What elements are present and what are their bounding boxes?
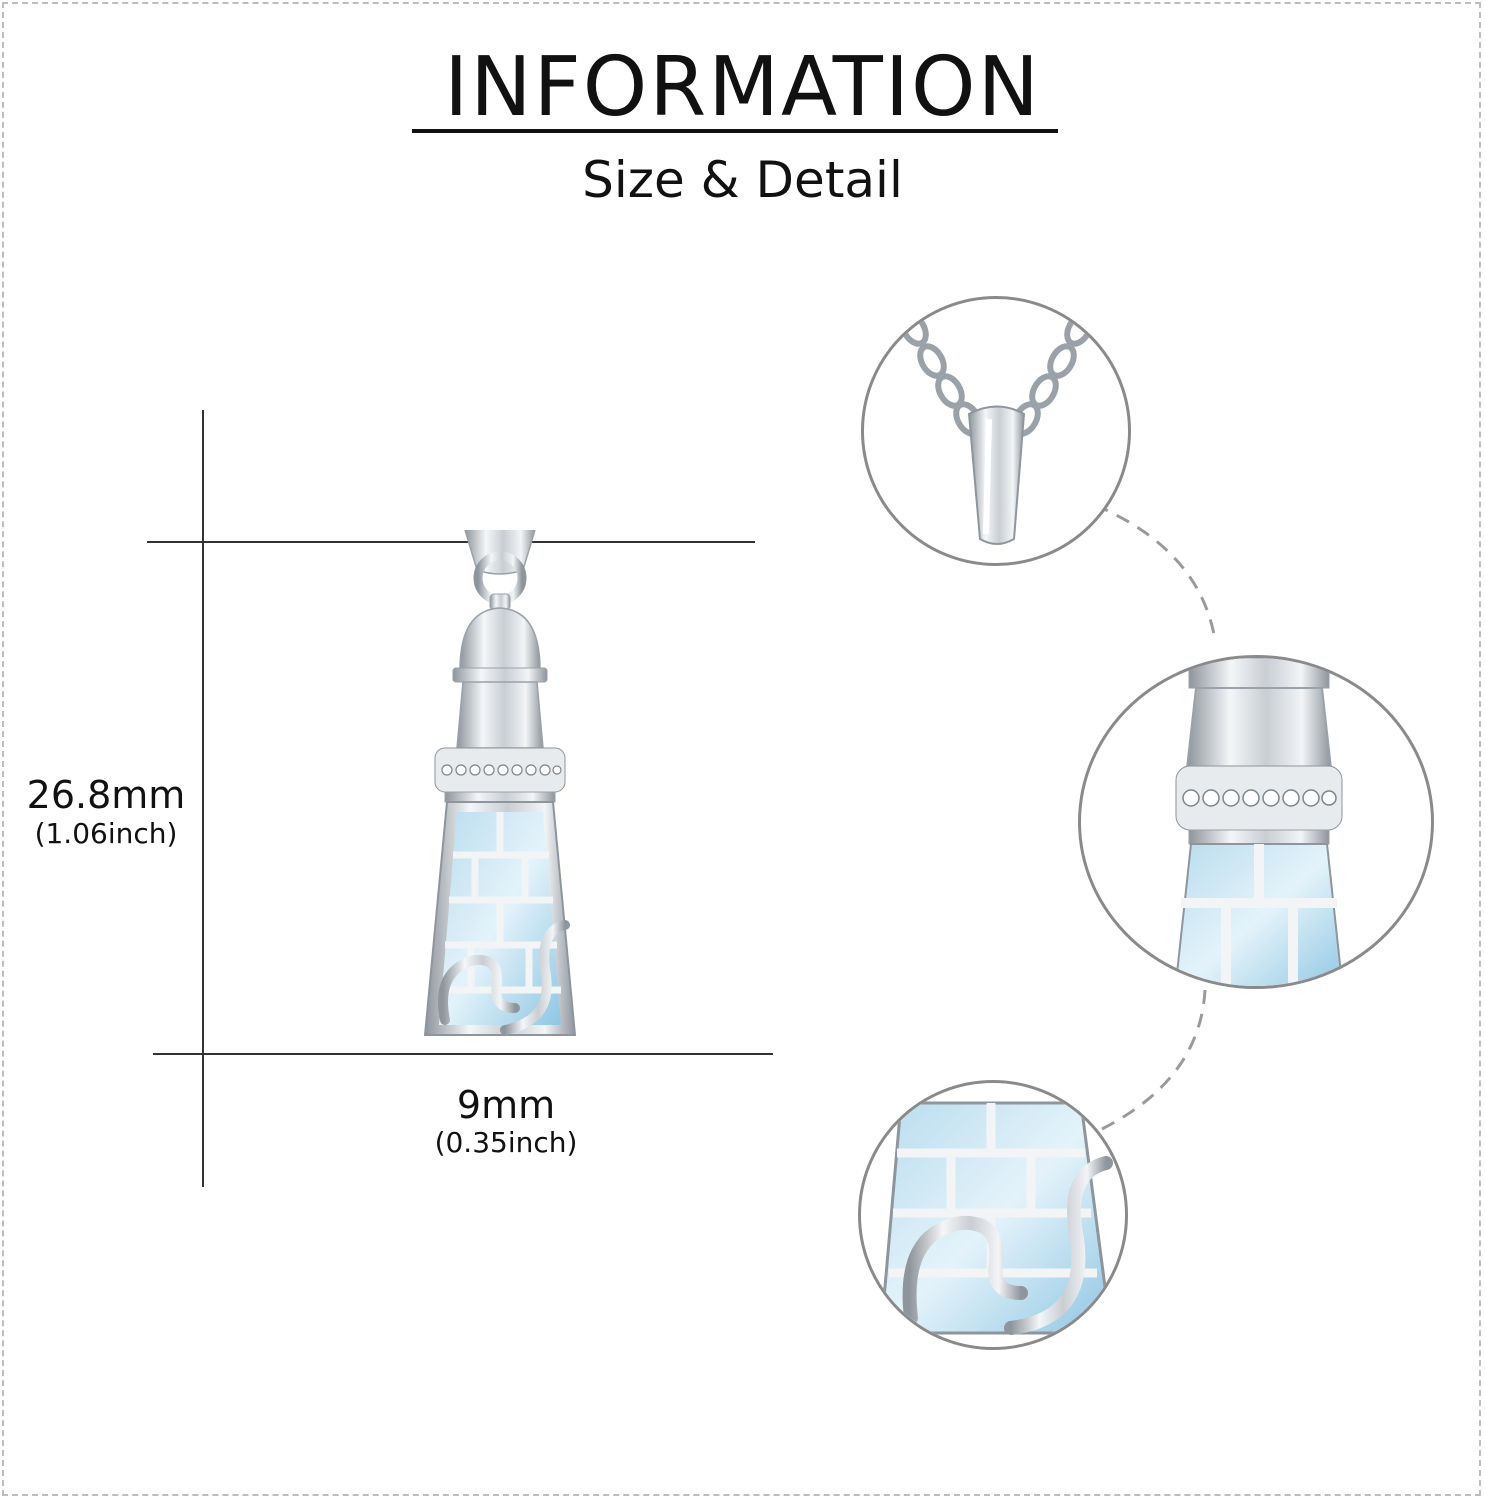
bail-chain-detail-image [899,311,1094,545]
bottom-measure-line [153,1053,773,1055]
vertical-dimension-line [202,410,204,1187]
height-measurement-imperial: (1.06inch) [34,817,178,850]
page-subtitle: Size & Detail [582,151,903,209]
wave-base-detail-circle [858,1080,1128,1350]
crown-cz-band-detail-circle [1078,655,1434,989]
width-measurement: 9mm [456,1083,556,1127]
wave-base-detail-image [879,1101,1113,1338]
dashed-connector-arc [1094,503,1217,1132]
page-title: INFORMATION [444,40,1041,135]
top-measure-line [147,541,755,543]
crown-cz-band-detail-image [1174,658,1344,986]
title-underline [412,129,1058,133]
bail-chain-detail-circle [861,296,1131,566]
width-measurement-imperial: (0.35inch) [434,1126,578,1159]
lighthouse-pendant-image [423,530,580,1036]
height-measurement: 26.8mm [26,773,186,817]
